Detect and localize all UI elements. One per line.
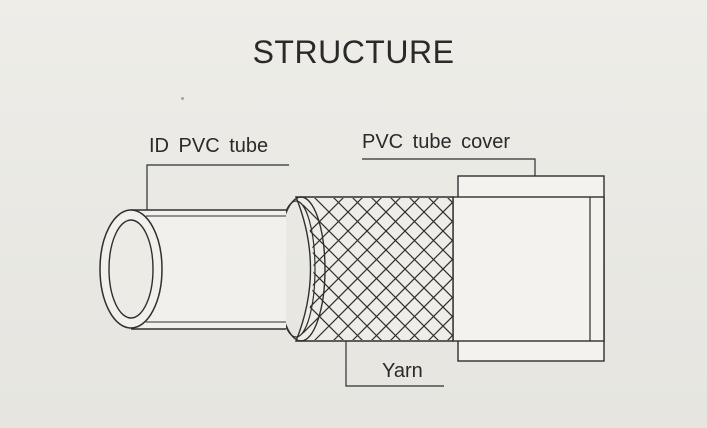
label-pvc-tube-cover: PVC tube cover xyxy=(362,131,511,153)
page-title: STRUCTURE xyxy=(252,34,455,70)
yarn-braid-layer xyxy=(276,196,454,342)
leader-lines xyxy=(146,158,536,387)
leader-pvc-tube-cover xyxy=(362,158,536,176)
id-pvc-tube xyxy=(99,209,286,330)
pvc-tube-cover xyxy=(452,175,605,362)
leader-yarn xyxy=(345,341,444,387)
paper-speck xyxy=(181,97,184,100)
label-id-pvc-tube: ID PVC tube xyxy=(149,135,269,157)
leader-id-pvc-tube xyxy=(146,164,289,210)
label-yarn: Yarn xyxy=(382,360,423,382)
